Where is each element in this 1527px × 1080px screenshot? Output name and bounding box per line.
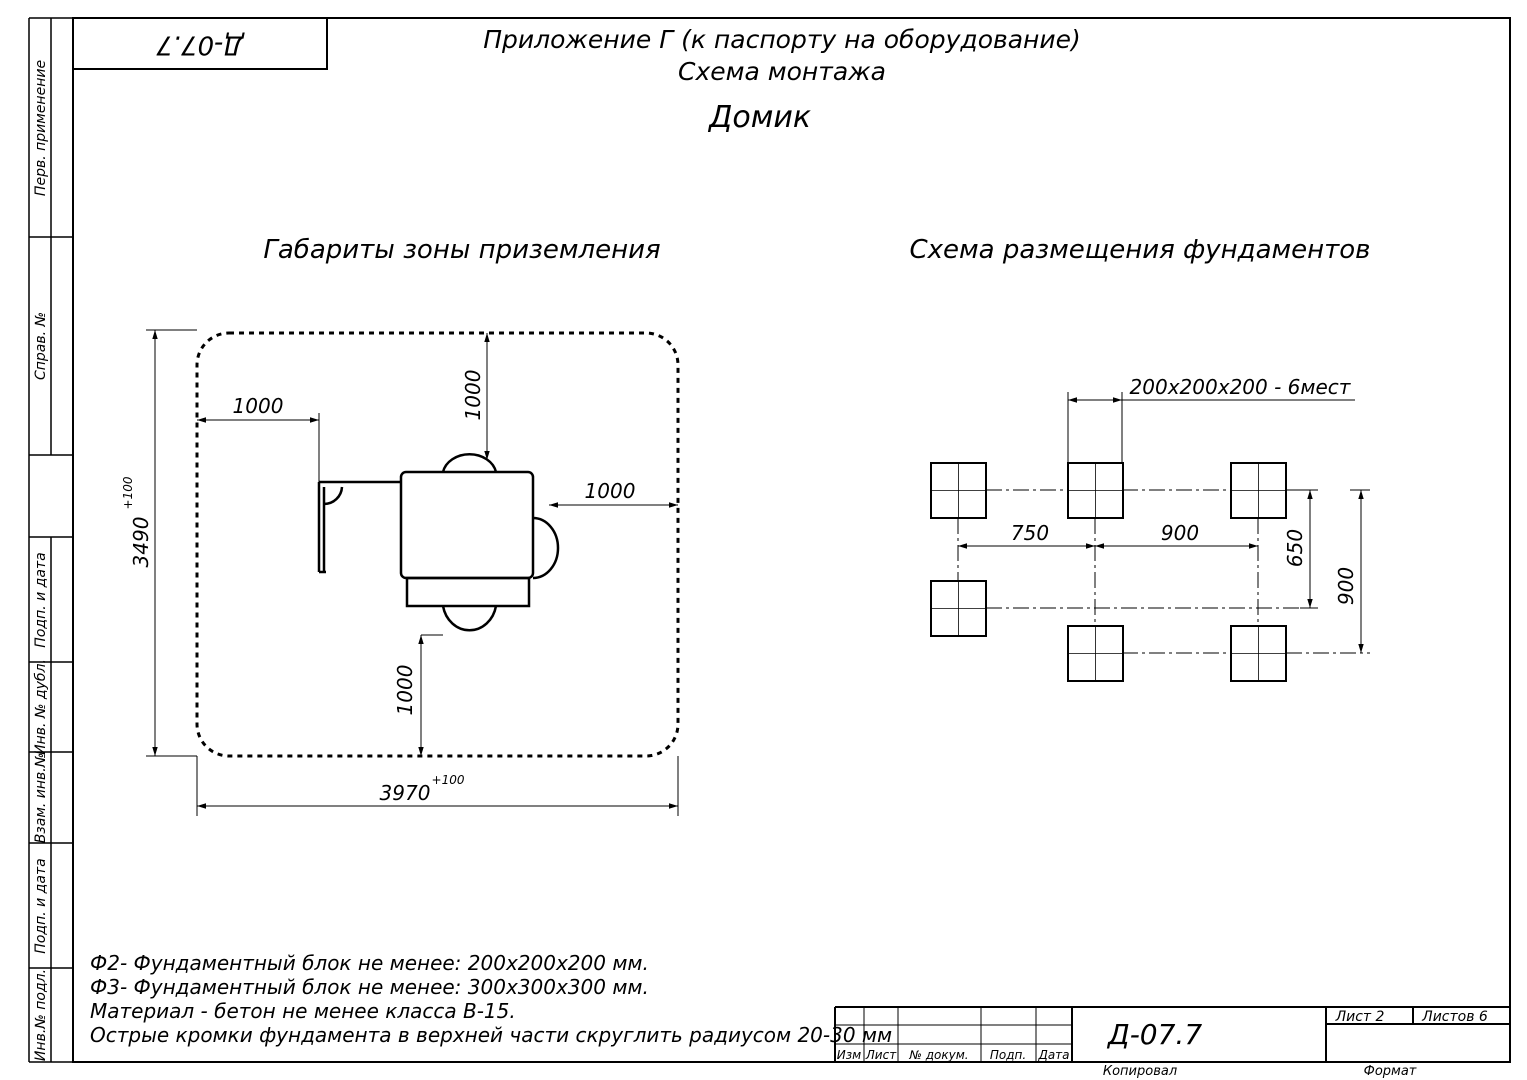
title-line2: Схема монтажа <box>678 57 886 86</box>
foundation-layout-title: Схема размещения фундаментов <box>909 235 1370 265</box>
dim-750-label: 750 <box>1011 521 1049 545</box>
col-podp: Подп. <box>990 1048 1026 1062</box>
dim-top-label: 1000 <box>461 370 485 421</box>
margin-label-perv-primenenie: Перв. применение <box>33 60 49 196</box>
note-line: Острые кромки фундамента в верхней части… <box>90 1023 892 1047</box>
dim-900-h-label: 900 <box>1161 521 1199 545</box>
note-line: Ф2- Фундаментный блок не менее: 200x200x… <box>90 951 649 975</box>
extension-lines-left <box>146 329 679 816</box>
note-line: Ф3- Фундаментный блок не менее: 300x300x… <box>90 975 649 999</box>
landing-zone-boundary <box>195 331 680 758</box>
house-outline <box>317 452 560 632</box>
notes: Ф2- Фундаментный блок не менее: 200x200x… <box>90 951 892 1047</box>
dimension-lines-right <box>958 392 1370 653</box>
dim-650-label: 650 <box>1283 529 1307 567</box>
kopiroval-label: Копировал <box>1103 1064 1177 1079</box>
dim-height-tolerance: +100 <box>121 476 135 509</box>
dimension-lines-left <box>152 330 678 809</box>
margin-label-podp-i-data-2: Подп. и дата <box>33 858 49 953</box>
dim-width-label: 3970 <box>380 781 431 805</box>
foundation-layout-drawing: Схема размещения фундаментов <box>909 235 1371 682</box>
margin-labels: Перв. применение Справ. № Подп. и дата И… <box>33 60 49 1061</box>
note-line: Материал - бетон не менее класса В-15. <box>90 999 516 1023</box>
foundation-block <box>930 462 987 519</box>
foundation-block <box>1067 625 1124 682</box>
code-box-top: Д-07.7 <box>72 17 328 70</box>
title-block: Изм Лист № докум. Подп. Дата Д-07.7 Лист… <box>834 1006 1510 1079</box>
foundation-block <box>1067 462 1124 519</box>
dim-900-v-label: 900 <box>1334 567 1358 605</box>
margin-label-inv-no-podl: Инв.№ подл. <box>33 969 49 1061</box>
title-line1: Приложение Г (к паспорту на оборудование… <box>483 25 1081 54</box>
axis-lines <box>957 489 1370 654</box>
dim-left-label: 1000 <box>233 394 284 418</box>
block-note: 200x200x200 - 6мест <box>1130 375 1352 399</box>
foundation-block <box>1230 462 1287 519</box>
margin-label-podp-i-data-1: Подп. и дата <box>33 552 49 647</box>
foundation-block <box>1230 625 1287 682</box>
col-no-dokum: № докум. <box>908 1048 968 1062</box>
header: Приложение Г (к паспорту на оборудование… <box>483 25 1081 135</box>
sheet-frame <box>28 17 1511 1063</box>
foundation-blocks <box>930 462 1287 682</box>
foundation-block <box>930 580 987 637</box>
title-main: Домик <box>707 100 811 135</box>
margin-label-vzam-inv-no: Взам. инв.№ <box>33 753 49 844</box>
sheets-label: Листов 6 <box>1421 1009 1488 1025</box>
doc-code: Д-07.7 <box>1106 1018 1203 1051</box>
margin-label-inv-no-dubl: Инв. № дубл. <box>33 659 49 755</box>
col-list: Лист <box>865 1048 897 1062</box>
col-izm: Изм <box>837 1048 861 1062</box>
dim-height-label: 3490 <box>129 517 153 568</box>
landing-zone-title: Габариты зоны приземления <box>263 235 660 265</box>
sheet-label: Лист 2 <box>1335 1009 1385 1025</box>
doc-code-upside: Д-07.7 <box>156 30 245 60</box>
margin-label-sprav-no: Справ. № <box>33 312 49 380</box>
landing-zone-drawing: Габариты зоны приземления <box>121 235 680 816</box>
dim-right-label: 1000 <box>585 479 636 503</box>
dim-width-tolerance: +100 <box>432 773 465 787</box>
col-data: Дата <box>1037 1048 1069 1062</box>
format-label: Формат <box>1364 1064 1417 1079</box>
dim-bottom-label: 1000 <box>393 665 417 716</box>
